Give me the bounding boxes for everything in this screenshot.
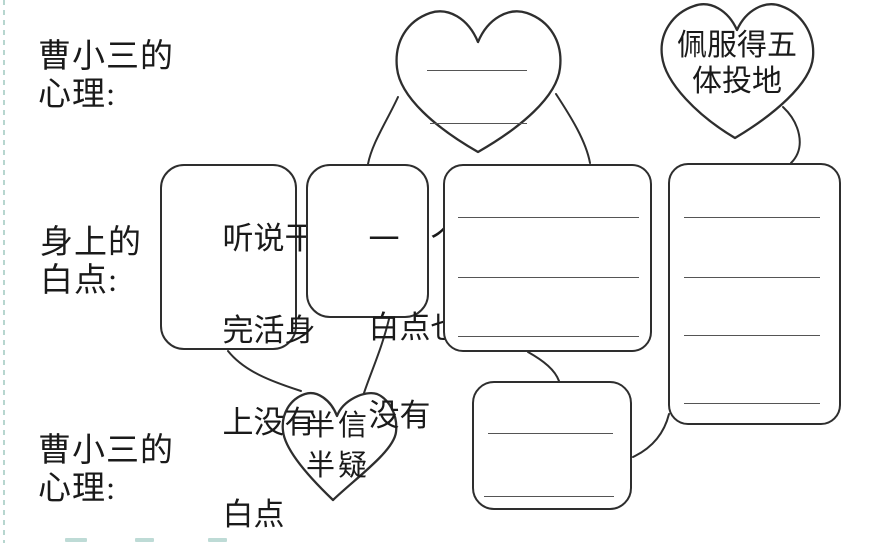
label-psychology-bottom: 曹小三的 心理: (38, 432, 174, 508)
box-blank-line[interactable] (458, 336, 639, 337)
box-blank-line[interactable] (684, 217, 820, 218)
connector-box1-to-heart3 (227, 350, 302, 392)
heart-blank-line[interactable] (427, 70, 527, 71)
bottom-edge-mark (208, 538, 227, 542)
label-line: 身上的 (40, 225, 142, 261)
heart-bottom-text: 半信 半疑 (282, 406, 394, 486)
heart-bottom-shape (281, 391, 398, 502)
box-text-line: 没有 (368, 398, 431, 433)
heart-text-line: 体投地 (692, 65, 782, 98)
box-blank-line[interactable] (684, 277, 820, 278)
box-blank-large-2[interactable] (668, 163, 841, 425)
box-text-line: 上没有 (222, 405, 316, 440)
connector-heart2-to-box4 (782, 106, 801, 164)
heart-top-right-shape (660, 3, 815, 140)
connector-heart1-to-box3 (555, 93, 591, 164)
box-blank-line[interactable] (458, 277, 639, 278)
box-text-line: 听说干 (222, 221, 316, 256)
heart-top-center-shape[interactable] (395, 10, 562, 154)
box-blank-line[interactable] (458, 217, 639, 218)
connector-heart1-to-box2 (367, 96, 399, 165)
heart-top-right-text: 佩服得五 体投地 (664, 28, 810, 100)
connector-box3-to-box5 (527, 351, 560, 382)
label-line: 心理: (38, 77, 117, 113)
connector-box2-to-heart3 (363, 318, 390, 394)
box-blank-line[interactable] (684, 403, 820, 404)
box-blank-line[interactable] (684, 335, 820, 336)
box-text-line: 完活身 (222, 313, 316, 348)
box-blank-line[interactable] (488, 433, 613, 434)
box-not-one-spot: 一 个 白点也 没有 (306, 164, 462, 433)
heart-text-line: 半信 (305, 410, 370, 442)
box-blank-line[interactable] (484, 496, 614, 497)
label-psychology-top: 曹小三的 心理: (38, 38, 174, 114)
left-dashed-margin-line (3, 0, 5, 543)
box-blank-large-1[interactable] (443, 164, 652, 352)
box-heard-rumor: 听说干 完活身 上没有 白点 (160, 164, 316, 532)
label-line: 白点: (40, 263, 119, 299)
box-text-line: 白点 (222, 497, 285, 532)
label-line: 曹小三的 (38, 39, 174, 75)
box-blank-small[interactable] (472, 381, 632, 510)
label-line: 曹小三的 (38, 433, 174, 469)
box-heard-rumor-text: 听说干 完活身 上没有 白点 (176, 170, 316, 543)
connector-box4-to-box5 (632, 413, 670, 458)
bottom-edge-mark (65, 538, 87, 542)
heart-blank-line[interactable] (430, 123, 527, 124)
heart-text-line: 佩服得五 (677, 29, 797, 62)
box-not-one-spot-text: 一 个 白点也 没有 (322, 174, 462, 482)
label-line: 心理: (38, 471, 117, 507)
label-white-spots: 身上的 白点: (40, 224, 142, 300)
bottom-edge-mark (135, 538, 154, 542)
heart-text-line: 半疑 (305, 450, 370, 482)
